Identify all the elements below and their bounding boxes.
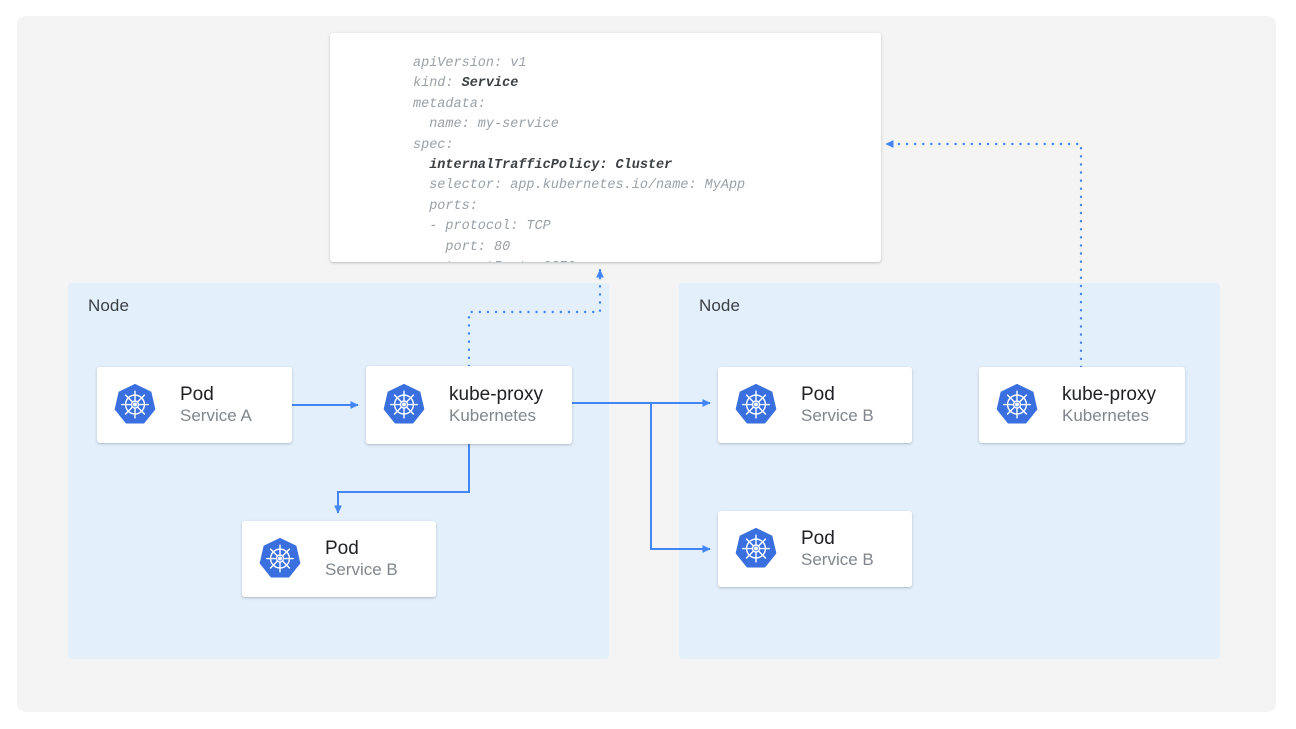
- card-pod-b-right-bottom[interactable]: Pod Service B: [718, 511, 912, 587]
- card-subtitle: Service B: [801, 549, 874, 569]
- card-pod-b-right-bottom-text: Pod Service B: [801, 528, 874, 569]
- kubernetes-logo-icon: [112, 382, 158, 428]
- card-subtitle: Kubernetes: [449, 405, 536, 425]
- card-pod-a-text: Pod Service A: [180, 384, 252, 425]
- card-kube-proxy-left[interactable]: kube-proxy Kubernetes: [366, 366, 572, 444]
- card-pod-b-right-top[interactable]: Pod Service B: [718, 367, 912, 443]
- kubernetes-logo-icon: [733, 526, 779, 572]
- card-kube-proxy-right[interactable]: kube-proxy Kubernetes: [979, 367, 1185, 443]
- kubernetes-logo-icon: [994, 382, 1040, 428]
- card-pod-b-right-top-text: Pod Service B: [801, 384, 874, 425]
- card-title: Pod: [801, 528, 835, 550]
- card-pod-b-left[interactable]: Pod Service B: [242, 521, 436, 597]
- card-pod-b-left-text: Pod Service B: [325, 538, 398, 579]
- node-container-right: Node: [679, 283, 1220, 659]
- node-label-left: Node: [88, 296, 130, 315]
- kubernetes-logo-icon: [381, 382, 427, 428]
- card-title: Pod: [180, 384, 214, 406]
- card-pod-a[interactable]: Pod Service A: [97, 367, 292, 443]
- node-container-left: Node: [68, 283, 609, 659]
- card-subtitle: Service A: [180, 405, 252, 425]
- service-manifest-code: apiVersion: v1 kind: Service metadata: n…: [413, 56, 746, 262]
- card-subtitle: Kubernetes: [1062, 405, 1149, 425]
- service-manifest-card: apiVersion: v1 kind: Service metadata: n…: [330, 33, 881, 262]
- card-kube-proxy-left-text: kube-proxy Kubernetes: [449, 384, 543, 425]
- card-subtitle: Service B: [325, 559, 398, 579]
- kubernetes-logo-icon: [257, 536, 303, 582]
- card-title: kube-proxy: [449, 384, 543, 406]
- card-kube-proxy-right-text: kube-proxy Kubernetes: [1062, 384, 1156, 425]
- card-title: Pod: [801, 384, 835, 406]
- card-subtitle: Service B: [801, 405, 874, 425]
- kubernetes-logo-icon: [733, 382, 779, 428]
- card-title: Pod: [325, 538, 359, 560]
- node-label-right: Node: [699, 296, 741, 315]
- card-title: kube-proxy: [1062, 384, 1156, 406]
